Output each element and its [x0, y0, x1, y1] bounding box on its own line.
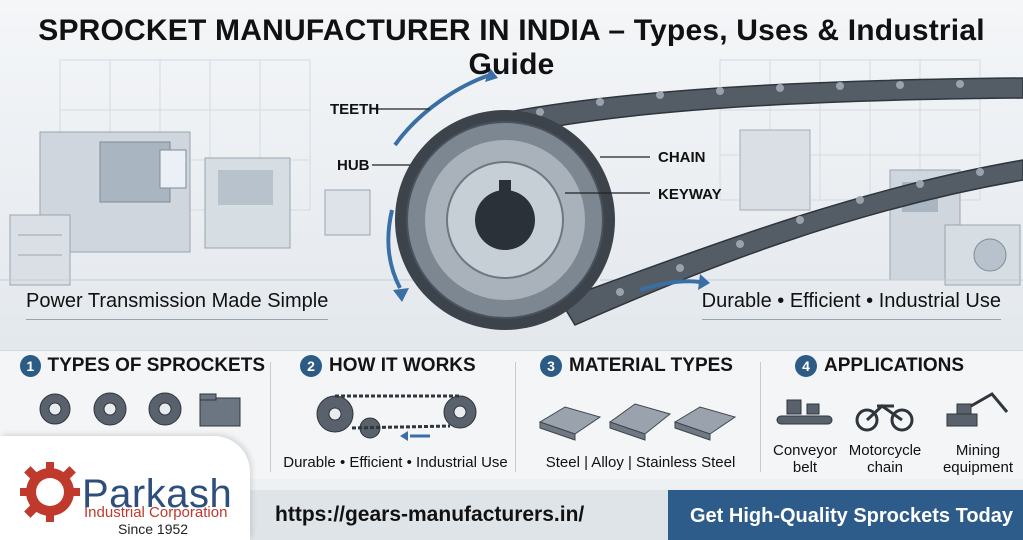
section-title: APPLICATIONS	[824, 355, 965, 376]
steel-bar-icon	[538, 406, 602, 441]
callout-hub: HUB	[337, 157, 370, 174]
callout-keyway: KEYWAY	[658, 186, 722, 203]
motorcycle-icon	[855, 404, 914, 432]
app-item-motorcycle: Motorcycle chain	[848, 442, 922, 476]
brand-name: Parkash	[82, 472, 233, 516]
section-divider	[760, 362, 761, 472]
section-types-heading: 1 TYPES OF SPROCKETS	[20, 355, 265, 377]
section-material: 3 MATERIAL TYPES	[540, 355, 755, 475]
url-band	[250, 490, 690, 540]
section-number: 2	[300, 355, 322, 377]
factory-background-illustration	[0, 59, 1023, 330]
section-types: 1 TYPES OF SPROCKETS	[20, 355, 265, 475]
section-material-heading: 3 MATERIAL TYPES	[540, 355, 755, 377]
left-tagline: Power Transmission Made Simple	[26, 290, 329, 320]
callout-chain: CHAIN	[658, 149, 706, 166]
brand-subtitle: Industrial Corporation	[84, 504, 228, 521]
section-title: HOW IT WORKS	[329, 355, 476, 376]
how-caption: Durable • Efficient • Industrial Use	[283, 454, 508, 471]
brand-since: Since 1952	[118, 521, 189, 537]
section-divider	[515, 362, 516, 472]
gear-icon	[93, 392, 127, 426]
website-url[interactable]: https://gears-manufacturers.in/	[275, 503, 585, 526]
material-caption: Steel | Alloy | Stainless Steel	[545, 454, 736, 471]
cta-banner[interactable]	[668, 490, 1023, 540]
section-applications: 4 APPLICATIONS	[795, 355, 1015, 475]
sprocket-types-icons	[39, 392, 241, 427]
callout-teeth: TEETH	[330, 101, 380, 118]
section-title: MATERIAL TYPES	[569, 355, 733, 376]
cta-text: Get High-Quality Sprockets Today	[690, 505, 1014, 527]
gear-logo-icon	[20, 462, 80, 522]
section-applications-heading: 4 APPLICATIONS	[795, 355, 1015, 377]
excavator-icon	[946, 392, 1009, 427]
material-icons	[538, 403, 737, 441]
section-number: 3	[540, 355, 562, 377]
right-tagline: Durable • Efficient • Industrial Use	[701, 290, 1001, 320]
gear-icon	[148, 392, 182, 426]
gear-icon	[39, 393, 71, 425]
conveyor-icon	[776, 399, 833, 425]
section-how-heading: 2 HOW IT WORKS	[300, 355, 510, 377]
chain-drive-icon	[316, 394, 477, 441]
application-icons	[776, 392, 1009, 432]
section-divider	[270, 362, 271, 472]
section-number: 4	[795, 355, 817, 377]
steel-bar-icon	[608, 403, 672, 441]
steel-bar-icon	[673, 406, 737, 441]
section-title: TYPES OF SPROCKETS	[47, 355, 265, 376]
folder-icon	[199, 393, 241, 427]
app-item-mining: Mining equipment	[942, 442, 1014, 476]
section-number: 1	[20, 355, 41, 377]
section-how-it-works: 2 HOW IT WORKS	[300, 355, 510, 475]
app-item-conveyor: Conveyor belt	[773, 442, 838, 476]
page-title: SPROCKET MANUFACTURER IN INDIA – Types, …	[38, 14, 985, 81]
